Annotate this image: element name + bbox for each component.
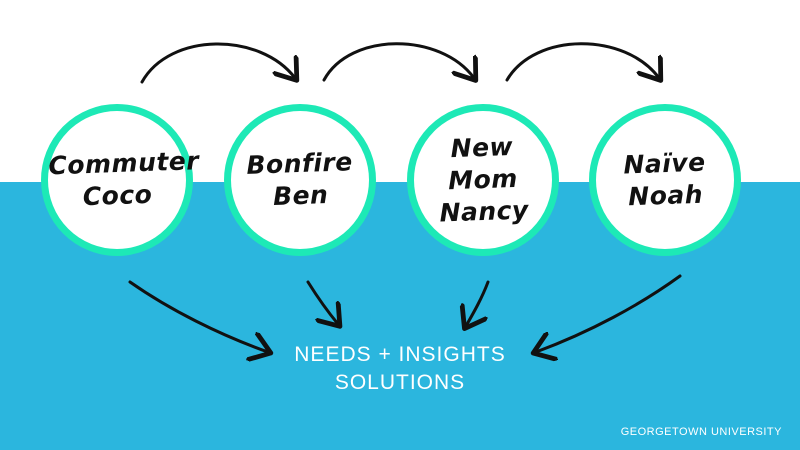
persona-circle-bonfire-ben: Bonfire Ben <box>224 104 376 256</box>
persona-label: Commuter Coco <box>47 146 200 212</box>
outcome-label-needs: NEEDS + INSIGHTS <box>294 343 506 366</box>
persona-label: New Mom Nancy <box>439 131 530 228</box>
converge-arrow-4 <box>536 274 682 352</box>
persona-circle-naive-noah: Naïve Noah <box>589 104 741 256</box>
persona-label: Bonfire Ben <box>245 147 354 211</box>
persona-circle-commuter-coco: Commuter Coco <box>41 104 200 256</box>
converge-arrow-1 <box>128 280 268 352</box>
converge-arrow-3 <box>466 280 490 326</box>
sequence-arrow-3 <box>505 42 659 80</box>
persona-circle-new-mom-nancy: New Mom Nancy <box>407 104 559 256</box>
converge-arrow-2 <box>306 280 338 324</box>
sequence-arrow-2 <box>322 42 474 80</box>
persona-label: Naïve Noah <box>622 147 706 212</box>
outcome-label-solutions: SOLUTIONS <box>334 371 466 394</box>
brand-wordmark: GEORGETOWN UNIVERSITY <box>620 426 782 438</box>
sequence-arrow-1 <box>140 42 295 84</box>
